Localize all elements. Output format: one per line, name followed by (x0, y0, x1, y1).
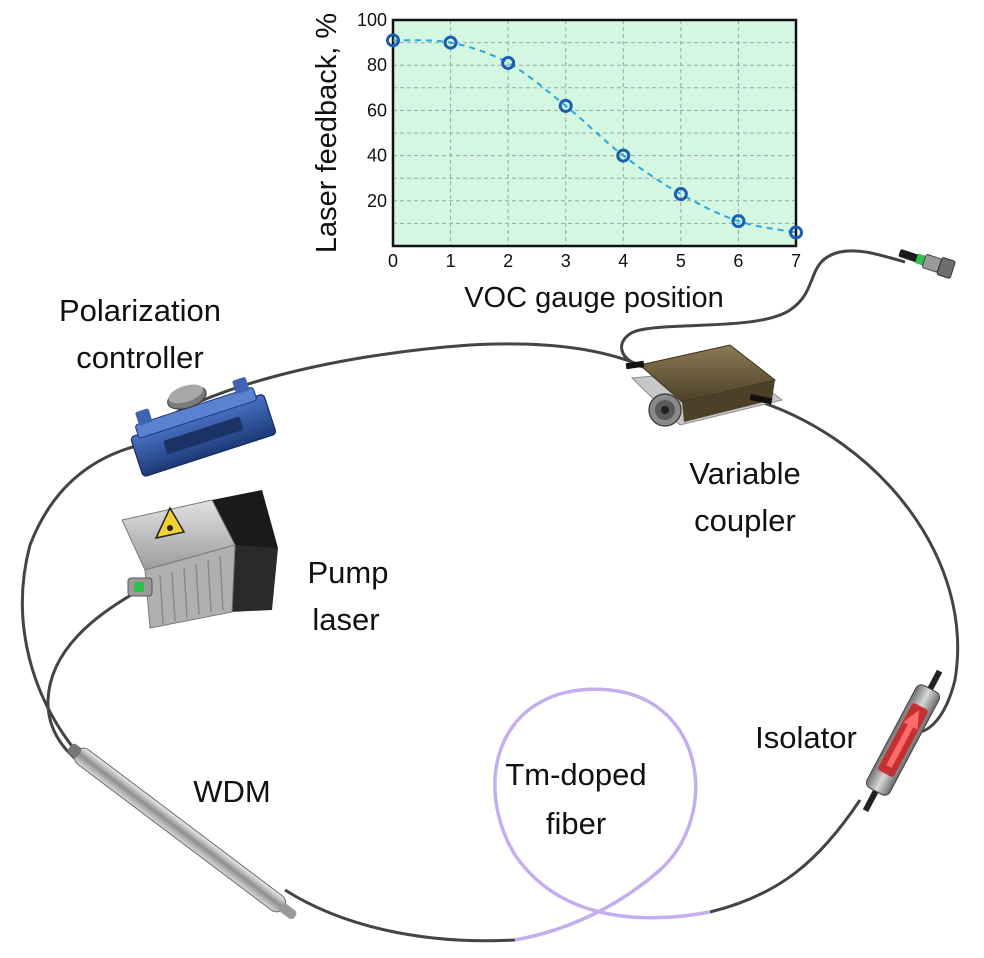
fiber-segment-bottom-left (284, 888, 516, 943)
pump-laser-device (121, 490, 278, 629)
coupler-knob-center (661, 406, 669, 414)
label-isolator: Isolator (755, 720, 857, 755)
x-tick-label-7: 7 (791, 251, 801, 271)
label-pump-laser-1: Pump (308, 555, 389, 590)
connector-boot (898, 249, 920, 263)
polarization-controller-device (130, 377, 277, 477)
coupler-fiber-out-left (625, 360, 645, 370)
polarization-paddle-left (135, 408, 153, 426)
chart-point-5 (673, 187, 688, 202)
chart-point-6 (731, 214, 746, 229)
x-tick-label-0: 0 (388, 251, 398, 271)
x-tick-label-2: 2 (503, 251, 513, 271)
chart-x-ticks: 0 1 2 3 4 5 6 7 (388, 251, 801, 271)
label-wdm: WDM (193, 774, 270, 809)
fiber-segment-pump (46, 588, 141, 770)
pump-housing-side (230, 545, 278, 612)
fiber-segment-left (20, 443, 141, 763)
wdm-end-right (279, 903, 297, 920)
isolator-arrow-icon (886, 709, 919, 768)
chart-grid (393, 20, 796, 246)
y-tick-label-2: 60 (367, 100, 387, 120)
isolator-device (862, 669, 943, 813)
variable-coupler-device (625, 344, 784, 427)
label-variable-coupler-2: coupler (694, 503, 796, 538)
wdm-device (67, 743, 297, 920)
pump-heatsink-front (144, 544, 236, 629)
x-tick-label-4: 4 (618, 251, 628, 271)
laser-warning-icon (154, 506, 186, 540)
chart-fit-line (392, 39, 797, 234)
label-polarization-controller-2: controller (76, 340, 204, 375)
label-tm-doped-fiber-2: fiber (546, 806, 606, 841)
chart-y-axis-label: Laser feedback, % (311, 13, 343, 253)
y-tick-label-1: 40 (367, 146, 387, 166)
chart-y-ticks: 20 40 60 80 100 (357, 10, 387, 211)
fiber-ring (20, 249, 960, 943)
chart-point-7 (789, 225, 803, 240)
chart-point-3 (558, 98, 573, 113)
chart-plot-area (393, 20, 796, 246)
chart-point-2 (501, 55, 516, 70)
x-tick-label-5: 5 (676, 251, 686, 271)
chart-frame (391, 18, 798, 248)
wdm-end-left (67, 743, 82, 758)
pump-fins (159, 555, 224, 625)
laser-warning-icon-center (167, 525, 173, 531)
doped-fiber-loop (493, 687, 711, 942)
label-tm-doped-fiber-1: Tm-doped (505, 757, 646, 792)
label-pump-laser-2: laser (312, 602, 379, 637)
isolator-fiber-top (927, 669, 943, 691)
fiber-segment-output (620, 249, 906, 372)
connector-green-band (915, 253, 926, 266)
chart-points (386, 33, 803, 240)
polarization-paddle-right (232, 377, 250, 394)
connector-nut (936, 257, 956, 279)
y-tick-label-4: 100 (357, 10, 387, 30)
y-tick-label-0: 20 (367, 191, 387, 211)
chart-point-1 (443, 35, 458, 50)
chart-x-axis-label: VOC gauge position (464, 282, 724, 314)
isolator-fiber-bottom (862, 789, 879, 813)
output-connector (898, 249, 956, 279)
polarization-knob-top (168, 384, 203, 404)
fiber-segment-right (754, 398, 960, 734)
chart-point-4 (616, 148, 631, 163)
chart-point-0 (386, 33, 400, 48)
wdm-body (73, 747, 287, 913)
coupler-front (682, 380, 775, 422)
x-tick-label-1: 1 (446, 251, 456, 271)
label-polarization-controller-1: Polarization (59, 293, 221, 328)
label-variable-coupler-1: Variable (689, 456, 800, 491)
tm-doped-fiber (493, 687, 711, 942)
coupler-fiber-out-right (749, 393, 773, 405)
x-tick-label-3: 3 (561, 251, 571, 271)
polarization-slot (163, 416, 244, 454)
x-tick-label-6: 6 (733, 251, 743, 271)
pump-connector-green (134, 582, 144, 592)
fiber-segment-bottom-right (709, 799, 862, 914)
y-tick-label-3: 80 (367, 55, 387, 75)
